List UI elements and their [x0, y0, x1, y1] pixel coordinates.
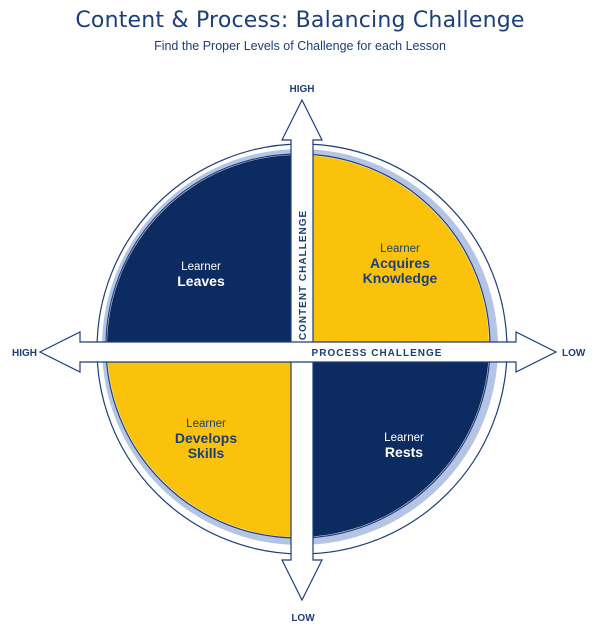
content-challenge-label: CONTENT CHALLENGE: [298, 210, 309, 340]
svg-text:Learner: Learner: [384, 432, 424, 444]
quadrant-label-top-right: Learner Acquires Knowledge: [363, 243, 438, 286]
svg-text:Learner: Learner: [380, 243, 420, 255]
svg-text:Learner: Learner: [181, 261, 221, 273]
svg-text:Knowledge: Knowledge: [363, 270, 438, 286]
diagram-subtitle: Find the Proper Levels of Challenge for …: [154, 39, 446, 53]
svg-text:Skills: Skills: [188, 445, 225, 461]
horizontal-high-label: HIGH: [12, 348, 37, 359]
vertical-high-label: HIGH: [290, 84, 315, 95]
svg-text:Develops: Develops: [175, 430, 237, 446]
process-challenge-label: PROCESS CHALLENGE: [312, 348, 443, 359]
svg-text:Leaves: Leaves: [177, 273, 225, 289]
svg-text:Learner: Learner: [186, 418, 226, 430]
horizontal-low-label: LOW: [562, 348, 586, 359]
vertical-low-label: LOW: [291, 613, 315, 624]
quadrant-label-bottom-right: Learner Rests: [384, 432, 424, 460]
svg-text:Acquires: Acquires: [370, 255, 430, 271]
svg-text:Rests: Rests: [385, 444, 423, 460]
quadrant-label-bottom-left: Learner Develops Skills: [175, 418, 237, 461]
quadrant-label-top-left: Learner Leaves: [177, 261, 225, 289]
diagram-title: Content & Process: Balancing Challenge: [75, 8, 525, 33]
